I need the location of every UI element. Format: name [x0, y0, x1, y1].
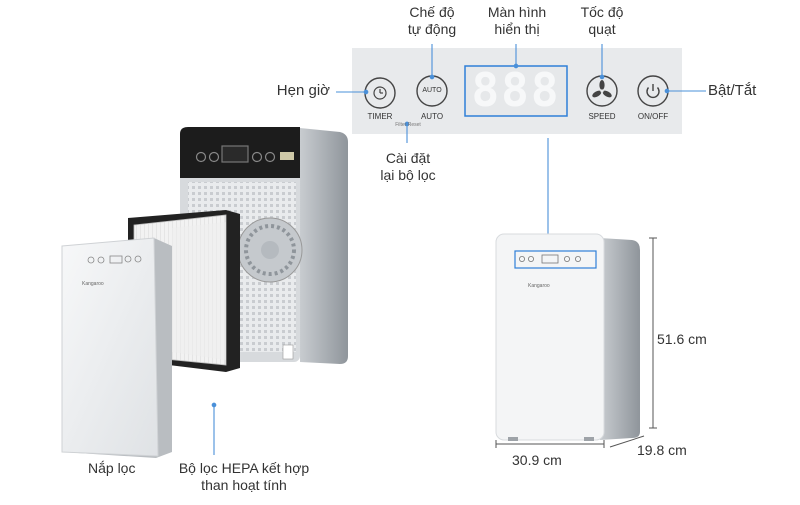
housing-buttons — [195, 145, 276, 163]
auto-mode-label-line2: tự động — [407, 21, 457, 37]
hepa-filter-label-line2: than hoạt tính — [201, 477, 287, 493]
fan-speed-label: Tốc độ quạt — [581, 4, 624, 38]
hepa-filter-label-line1: Bộ lọc HEPA kết hợp — [178, 460, 310, 476]
dimension-lines — [495, 237, 657, 448]
depth-dimension — [609, 435, 645, 448]
auto-button-inner-label: AUTO — [422, 87, 442, 94]
display-label: Màn hình hiển thị — [488, 4, 546, 38]
display-label-line1: Màn hình — [487, 4, 547, 20]
cover-button-icons — [87, 255, 142, 264]
power-label: Bật/Tắt — [708, 82, 757, 99]
fan-speed-label-line1: Tốc độ — [580, 4, 624, 20]
fan-speed-label-line2: quạt — [588, 21, 616, 37]
timer-button-label: TIMER — [367, 112, 393, 121]
housing-fan — [237, 217, 303, 283]
filter-reset-label-line1: Cài đặt — [385, 150, 431, 166]
depth-label: 19.8 cm — [637, 442, 687, 458]
clock-icon — [373, 86, 387, 100]
speed-button[interactable] — [586, 75, 618, 107]
filter-reset-small-label: Filter Reset — [395, 122, 421, 128]
filter-cover — [61, 237, 172, 458]
auto-button-label: AUTO — [420, 112, 444, 121]
auto-mode-label-line1: Chế độ — [409, 4, 455, 20]
filter-reset-label-line2: lại bộ lọc — [380, 167, 436, 183]
auto-mode-label: Chế độ tự động — [408, 4, 456, 38]
onoff-button-label: ON/OFF — [637, 112, 669, 121]
timer-label: Hẹn giờ — [276, 82, 330, 99]
assembled-purifier — [495, 233, 640, 441]
assembled-control-strip — [514, 250, 597, 269]
power-icon — [646, 84, 660, 99]
display-label-line2: hiển thị — [494, 21, 540, 37]
brand-logo-cover: Kangaroo — [82, 281, 104, 287]
speed-button-label: SPEED — [588, 112, 616, 121]
fan-icon — [592, 80, 612, 98]
display-digits: 888 — [471, 63, 561, 117]
hepa-filter-label: Bộ lọc HEPA kết hợp than hoạt tính — [179, 460, 309, 494]
width-label: 30.9 cm — [512, 452, 562, 468]
height-label: 51.6 cm — [657, 331, 707, 347]
control-panel — [352, 48, 682, 134]
cover-label: Nắp lọc — [88, 460, 136, 476]
brand-logo-assembled: Kangaroo — [528, 283, 550, 289]
filter-reset-label: Cài đặt lại bộ lọc — [380, 150, 435, 184]
